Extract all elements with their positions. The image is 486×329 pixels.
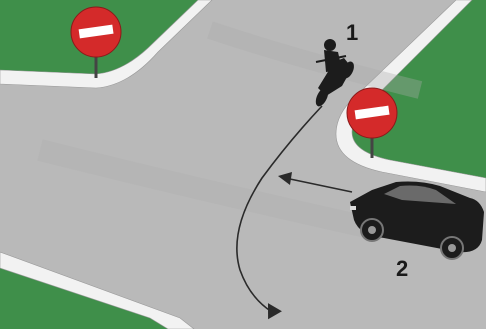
car-number-label: 2 [396,256,408,281]
motorcycle-number-label: 1 [346,20,358,45]
